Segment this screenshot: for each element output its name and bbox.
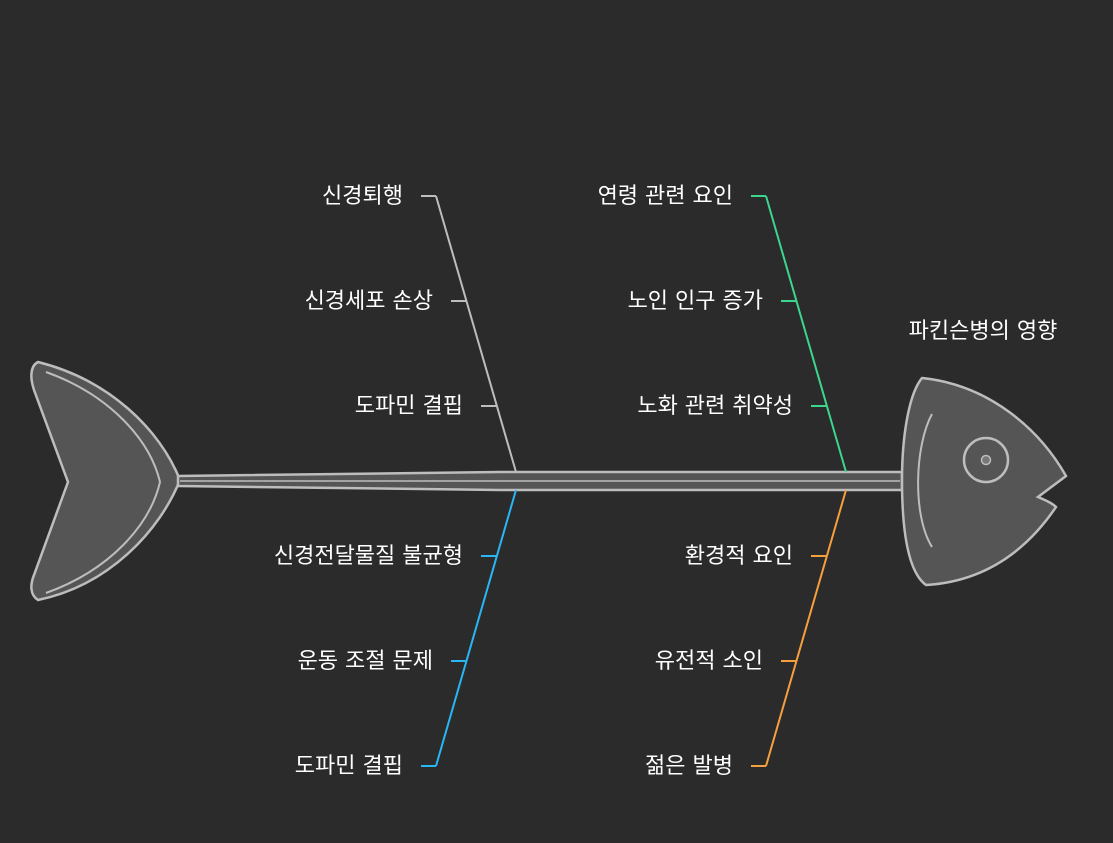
- cause-label: 연령 관련 요인: [598, 184, 733, 209]
- cause-label: 유전적 소인: [655, 649, 763, 674]
- branch-upper-left: 신경퇴행 신경세포 손상 도파민 결핍: [305, 184, 517, 473]
- fish-tail: [30, 360, 182, 602]
- branch-bone: [765, 489, 847, 767]
- branch-bone: [435, 195, 517, 473]
- cause-label: 신경퇴행: [322, 184, 403, 209]
- branch-bone: [435, 489, 517, 767]
- head-title: 파킨슨병의 영향: [909, 319, 1058, 344]
- branch-lower-right: 환경적 요인 유전적 소인 젊은 발병: [645, 489, 847, 779]
- branch-upper-right: 연령 관련 요인 노인 인구 증가 노화 관련 취약성: [598, 184, 847, 473]
- branch-bone: [765, 195, 847, 473]
- cause-label: 신경세포 손상: [305, 289, 433, 314]
- fish-pupil: [980, 454, 992, 466]
- cause-label: 노화 관련 취약성: [637, 394, 793, 419]
- fish-head: [900, 376, 1068, 587]
- cause-label: 운동 조절 문제: [298, 649, 433, 674]
- cause-label: 젊은 발병: [645, 754, 733, 779]
- cause-label: 신경전달물질 불균형: [274, 544, 463, 569]
- cause-label: 환경적 요인: [685, 544, 793, 569]
- branch-lower-left: 신경전달물질 불균형 운동 조절 문제 도파민 결핍: [274, 489, 517, 779]
- cause-label: 도파민 결핍: [355, 394, 463, 419]
- cause-label: 노인 인구 증가: [628, 289, 763, 314]
- cause-label: 도파민 결핍: [295, 754, 403, 779]
